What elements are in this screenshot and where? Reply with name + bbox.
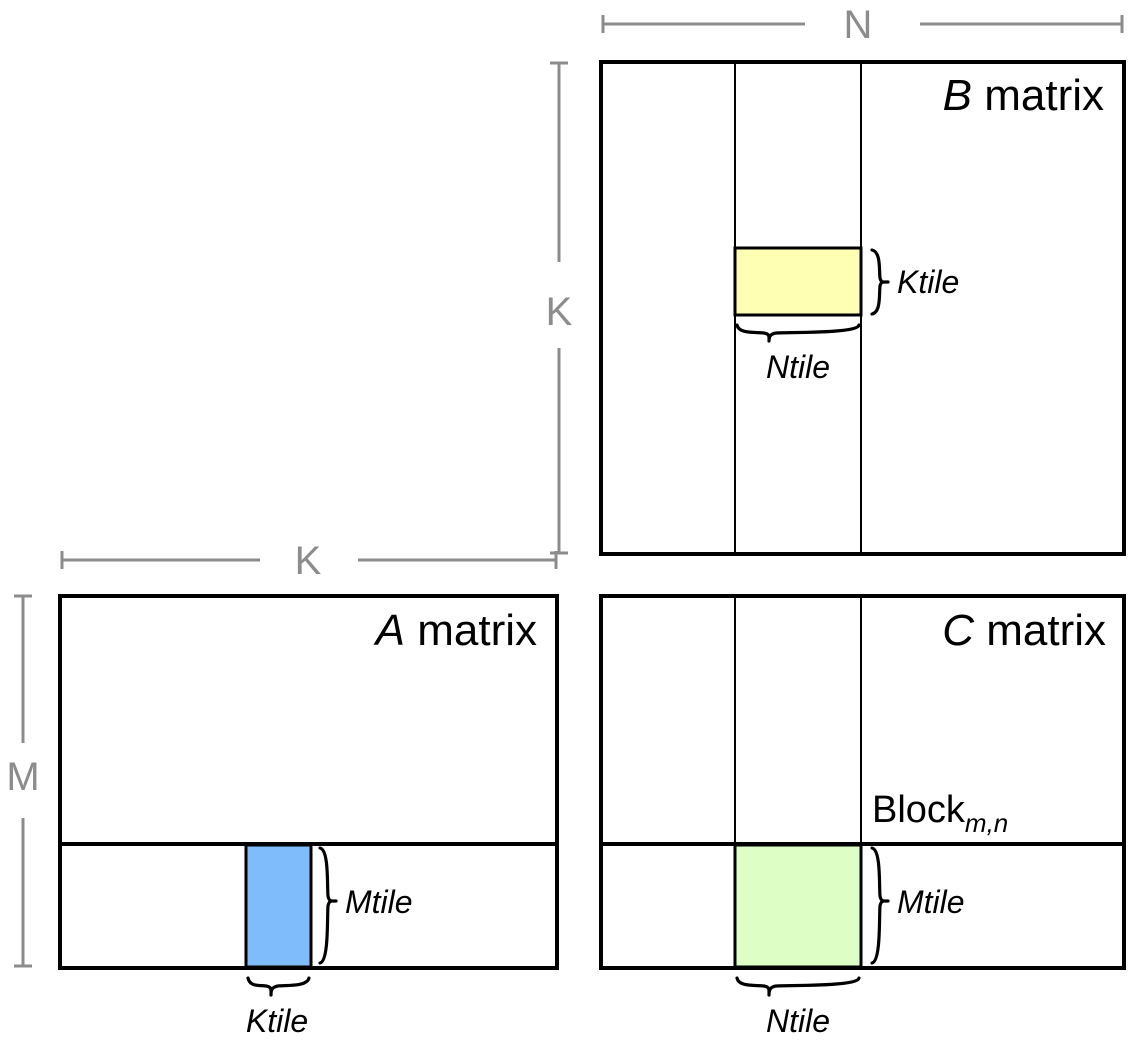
a-matrix: A matrix Mtile Ktile (58, 594, 559, 1039)
c-matrix-title: C matrix (942, 606, 1106, 655)
dimension-k-vertical-label: K (546, 290, 573, 334)
b-matrix-ktile-ntile-tile (733, 246, 863, 317)
b-matrix-title: B matrix (943, 71, 1104, 120)
c-matrix-ntile-brace (735, 976, 861, 997)
b-matrix-ntile-label: Ntile (766, 349, 830, 385)
b-matrix-ktile-brace (870, 248, 890, 316)
a-matrix-ktile-label: Ktile (246, 1003, 308, 1039)
a-matrix-ktile-brace (246, 976, 311, 997)
c-matrix-block-label: Blockm,n (872, 789, 1008, 838)
dimension-k-vertical: K (546, 61, 573, 555)
c-matrix-ntile-label: Ntile (766, 1003, 830, 1039)
b-matrix-ntile-brace (735, 323, 861, 343)
a-matrix-mtile-brace (318, 846, 338, 965)
b-matrix-ktile-label: Ktile (897, 264, 959, 300)
b-matrix-title-symbol: B (943, 71, 972, 120)
c-matrix-block-label-text: Block (872, 789, 966, 831)
b-matrix: B matrix Ktile Ntile (599, 60, 1126, 556)
dimension-m-label: M (6, 755, 39, 799)
a-matrix-mtile-label: Mtile (345, 884, 413, 920)
c-matrix-title-symbol: C (942, 606, 975, 655)
dimension-k-horizontal-label: K (295, 539, 322, 583)
a-matrix-mtile-ktile-tile (244, 843, 313, 969)
a-matrix-title: A matrix (373, 606, 537, 655)
dimension-k-horizontal: K (60, 539, 558, 583)
c-matrix-block-subscript: m,n (965, 808, 1008, 838)
dimension-m: M (6, 594, 40, 968)
c-matrix-mtile-brace (870, 846, 890, 965)
c-matrix-mtile-label: Mtile (897, 884, 965, 920)
c-matrix: C matrix Blockm,n Mtile Ntile (599, 594, 1126, 1039)
dimension-n-label: N (844, 3, 873, 47)
dimension-n: N (601, 3, 1124, 47)
a-matrix-title-symbol: A (373, 606, 405, 655)
c-matrix-mtile-ntile-tile (733, 843, 863, 969)
